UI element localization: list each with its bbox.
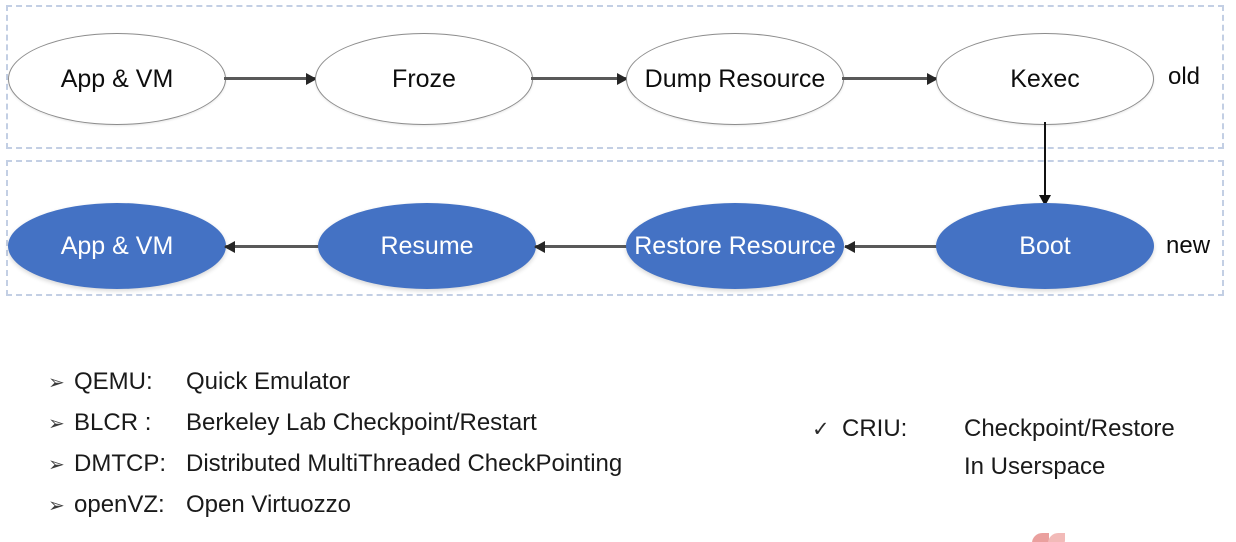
- list-item: ➢ QEMU: Quick Emulator: [48, 368, 748, 396]
- node-app-vm-old[interactable]: App & VM: [8, 33, 226, 125]
- arrow-froze-to-dump-resource: [531, 77, 627, 80]
- node-restore-resource[interactable]: Restore Resource: [626, 203, 844, 289]
- group-label-new: new: [1166, 232, 1211, 259]
- node-label: Kexec: [1010, 64, 1080, 93]
- list-item-term: CRIU:: [842, 415, 908, 442]
- node-dump-resource[interactable]: Dump Resource: [626, 33, 844, 125]
- arrow-boot-to-restore-resource: [845, 245, 937, 248]
- group-box-new: [6, 160, 1224, 296]
- list-item-desc: Berkeley Lab Checkpoint/Restart: [186, 409, 537, 436]
- logo-petal-left: [1032, 533, 1049, 542]
- node-resume[interactable]: Resume: [318, 203, 536, 289]
- node-froze[interactable]: Froze: [315, 33, 533, 125]
- list-item-term: DMTCP:: [74, 450, 166, 477]
- list-item: ➢ DMTCP: Distributed MultiThreaded Check…: [48, 450, 748, 478]
- legend-left-list: ➢ QEMU: Quick Emulator ➢ BLCR : Berkeley…: [48, 368, 748, 532]
- arrow-resume-to-app-vm: [225, 245, 319, 248]
- legend-right-list: ✓ CRIU: Checkpoint/Restore In Userspace: [812, 415, 1175, 481]
- node-boot[interactable]: Boot: [936, 203, 1154, 289]
- list-item-term: openVZ:: [74, 491, 165, 518]
- node-label: Resume: [380, 231, 474, 260]
- arrow-restore-resource-to-resume: [535, 245, 627, 248]
- list-item-term: QEMU:: [74, 368, 153, 395]
- list-item-desc: Quick Emulator: [186, 368, 351, 395]
- list-item-desc: Open Virtuozzo: [186, 491, 351, 518]
- node-kexec[interactable]: Kexec: [936, 33, 1154, 125]
- logo-petal-right: [1048, 533, 1065, 542]
- check-icon: ✓: [812, 418, 830, 441]
- arrow-bullet-icon: ➢: [48, 454, 65, 476]
- node-app-vm-new[interactable]: App & VM: [8, 203, 226, 289]
- node-label: Froze: [392, 64, 456, 93]
- group-label-old: old: [1168, 63, 1201, 90]
- corner-logo-icon: [1032, 529, 1072, 542]
- arrow-bullet-icon: ➢: [48, 372, 65, 394]
- node-label: App & VM: [60, 231, 174, 260]
- group-box-old: [6, 5, 1224, 149]
- list-item-desc-line-2: In Userspace: [964, 453, 1106, 480]
- node-label: App & VM: [60, 64, 174, 93]
- list-item-term: BLCR :: [74, 409, 152, 436]
- list-item: ✓ CRIU: Checkpoint/Restore: [812, 415, 1175, 443]
- arrow-app-vm-to-froze: [224, 77, 316, 80]
- list-item-desc: Distributed MultiThreaded CheckPointing: [186, 450, 623, 477]
- arrow-bullet-icon: ➢: [48, 495, 65, 517]
- node-label: Boot: [1019, 231, 1071, 260]
- list-item-desc: Checkpoint/Restore: [964, 415, 1175, 442]
- list-item: ➢ BLCR : Berkeley Lab Checkpoint/Restart: [48, 409, 748, 437]
- node-label: Restore Resource: [634, 231, 836, 260]
- list-item: ➢ openVZ: Open Virtuozzo: [48, 491, 748, 519]
- arrow-dump-resource-to-kexec: [842, 77, 937, 80]
- node-label: Dump Resource: [644, 64, 826, 93]
- arrow-bullet-icon: ➢: [48, 413, 65, 435]
- arrow-kexec-to-boot: [1044, 122, 1046, 204]
